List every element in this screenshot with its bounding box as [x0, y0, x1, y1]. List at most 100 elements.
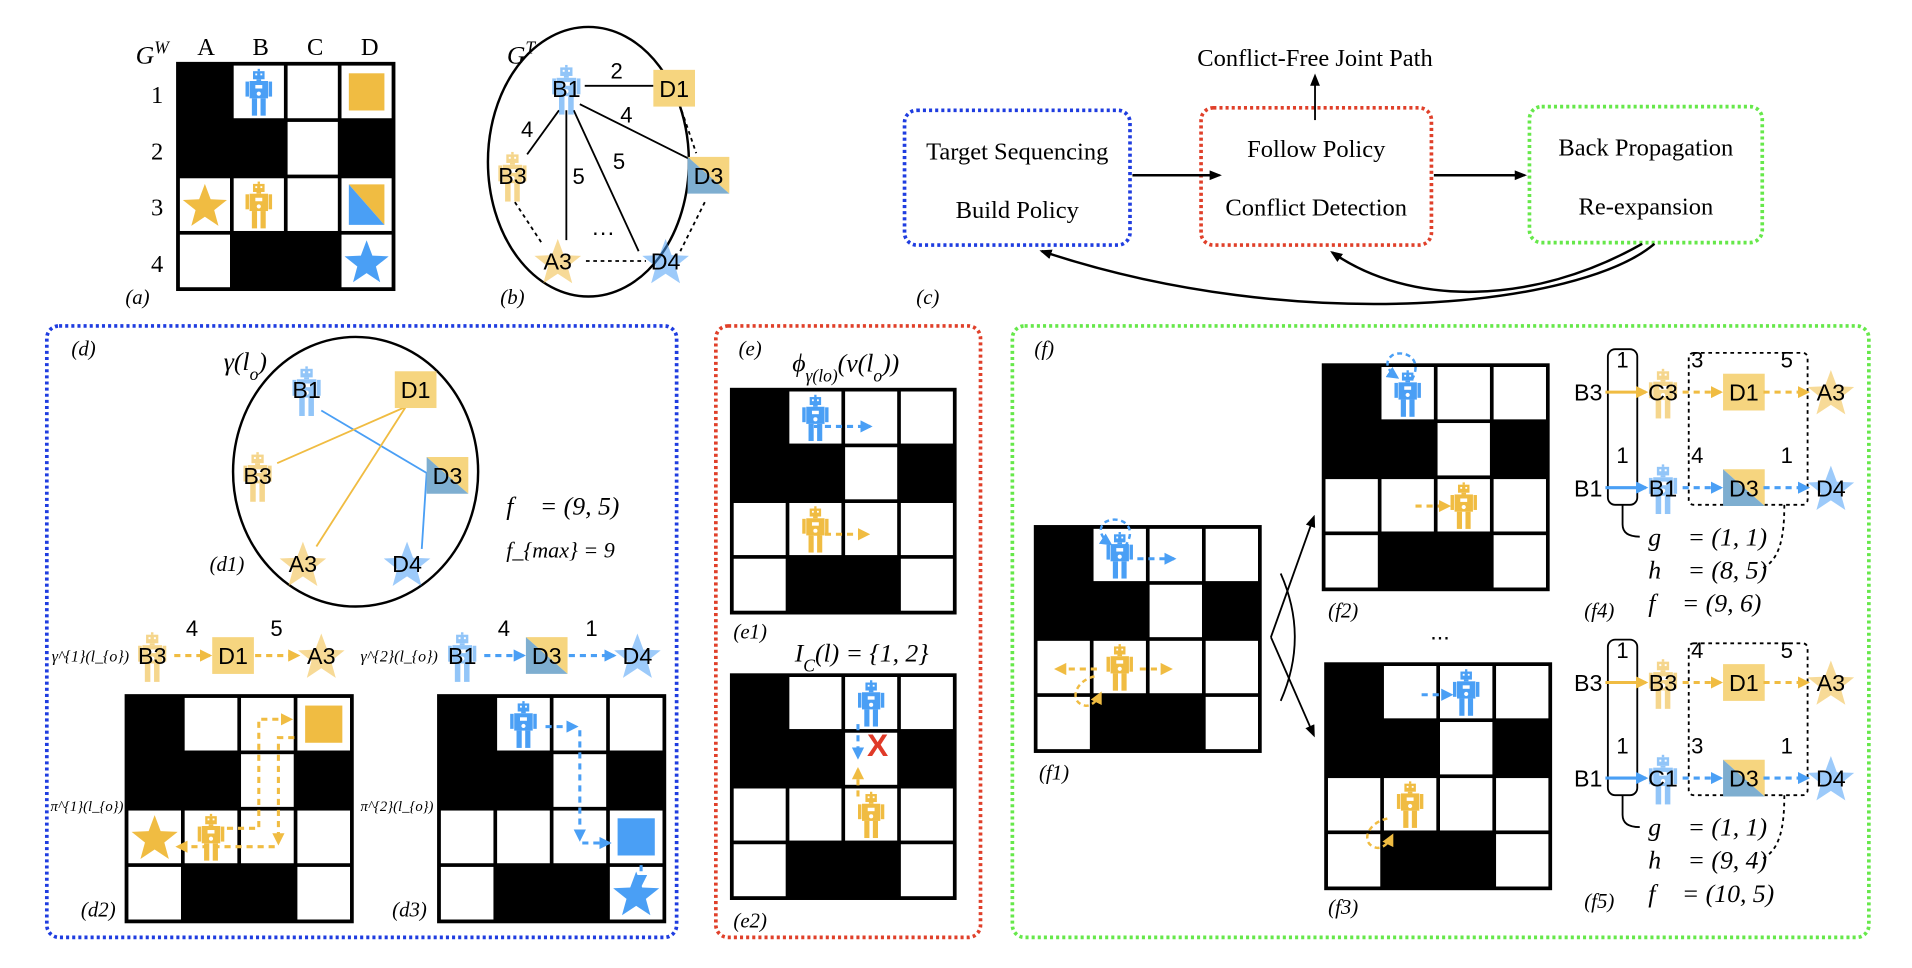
- robot-part: [268, 81, 273, 97]
- robot-panel: [519, 717, 527, 721]
- robot-part: [1463, 679, 1469, 682]
- robot-part: [1656, 371, 1670, 380]
- robot-part: [162, 645, 167, 662]
- robot-eye: [519, 705, 522, 708]
- grid-border: [1324, 662, 1553, 891]
- free-cell: [1037, 696, 1090, 750]
- f2-label: (f2): [1328, 599, 1358, 623]
- node-label: D3: [1729, 766, 1759, 792]
- blue-star-target-icon: [344, 240, 389, 283]
- robot-part: [517, 703, 530, 712]
- robot-part: [1396, 794, 1401, 809]
- robot-part: [502, 164, 523, 184]
- robot-part: [454, 663, 461, 682]
- robot-part: [813, 516, 818, 519]
- robot-part: [1112, 673, 1119, 691]
- free-cell: [287, 121, 338, 175]
- robot-part: [870, 680, 873, 683]
- robot-eye: [811, 510, 814, 513]
- node-label: B3: [138, 643, 166, 669]
- robot-panel: [1405, 392, 1410, 398]
- robot-part: [1462, 482, 1465, 485]
- robot-part: [1408, 781, 1412, 784]
- node-A3: A3: [1807, 660, 1855, 705]
- free-cell: [1205, 696, 1259, 750]
- blue-robot-icon: [802, 394, 829, 442]
- free-cell: [900, 844, 953, 897]
- robot-part: [522, 165, 527, 182]
- robot-part: [251, 98, 258, 116]
- node-B3: B3: [243, 452, 272, 502]
- star-icon: [534, 238, 582, 284]
- free-cell: [900, 676, 953, 730]
- robot-eye: [568, 69, 571, 72]
- yellow-square-target-icon: [305, 705, 343, 743]
- robot-part: [809, 508, 822, 517]
- split-target-icon: [1723, 469, 1765, 507]
- node-label: D4: [1816, 766, 1846, 792]
- panel-b-label: (b): [500, 285, 524, 309]
- dashed-edge-B3-A3: [514, 201, 544, 246]
- robot-part: [1648, 382, 1653, 399]
- blue-robot-icon: [552, 64, 581, 115]
- f-vector: f⃗ = (9, 5): [506, 492, 619, 521]
- row-label: 1: [151, 82, 163, 109]
- robot-part: [1112, 561, 1119, 579]
- robot-panel: [148, 649, 156, 654]
- node-label: B3: [498, 163, 526, 189]
- robot-part: [814, 394, 817, 398]
- split-target-icon: [348, 184, 385, 225]
- robot-panel: [1462, 685, 1470, 689]
- robot-part: [267, 465, 272, 482]
- h-connector: [1759, 795, 1786, 862]
- grid-border: [437, 694, 667, 924]
- panel-a-label: (a): [125, 285, 149, 309]
- node-D3: D3: [1723, 759, 1765, 797]
- robot-part: [255, 463, 261, 466]
- robot-part: [253, 183, 265, 192]
- robot-part: [1467, 698, 1474, 716]
- yellow-robot-icon: [243, 452, 272, 502]
- free-cell: [1149, 528, 1202, 582]
- policy-path: [226, 713, 294, 830]
- robot-part: [138, 645, 142, 662]
- robot-part: [144, 663, 151, 682]
- node-label: B3: [243, 463, 271, 489]
- g-connector: [1621, 795, 1640, 829]
- robot-part: [1110, 656, 1129, 674]
- node-label: A3: [544, 249, 572, 275]
- robot-panel: [867, 807, 875, 812]
- robot-part: [1660, 670, 1666, 673]
- f3-grid: [1324, 662, 1553, 891]
- start-location: B3: [1574, 670, 1602, 696]
- edge-weight: 5: [572, 164, 584, 189]
- robot-part: [448, 645, 452, 662]
- robot-eye: [816, 510, 819, 513]
- pipeline-box-border: [902, 108, 1132, 247]
- robot-eye: [1659, 759, 1662, 762]
- assignment-circle: [231, 335, 480, 608]
- node-label: A3: [1817, 380, 1845, 406]
- row-label: 3: [151, 195, 163, 222]
- robot-eye: [1664, 759, 1667, 762]
- node-A3: A3: [298, 633, 345, 678]
- robot-part: [576, 78, 581, 95]
- robot-part: [808, 535, 814, 553]
- robot-panel: [869, 814, 874, 819]
- branch-arrow: [1270, 514, 1316, 638]
- robot-part: [858, 692, 862, 708]
- edge-weight: 5: [613, 149, 625, 174]
- robot-eye: [302, 371, 305, 374]
- node-D3: D3: [525, 637, 568, 674]
- free-cell: [733, 502, 786, 556]
- blue-robot-icon: [1106, 532, 1133, 579]
- pipeline-step-label: Re-expansion: [1578, 193, 1713, 220]
- free-cell: [1496, 665, 1549, 719]
- robot-panel: [1464, 691, 1469, 697]
- wait-loop: [1366, 817, 1394, 850]
- robot-part: [1411, 810, 1418, 828]
